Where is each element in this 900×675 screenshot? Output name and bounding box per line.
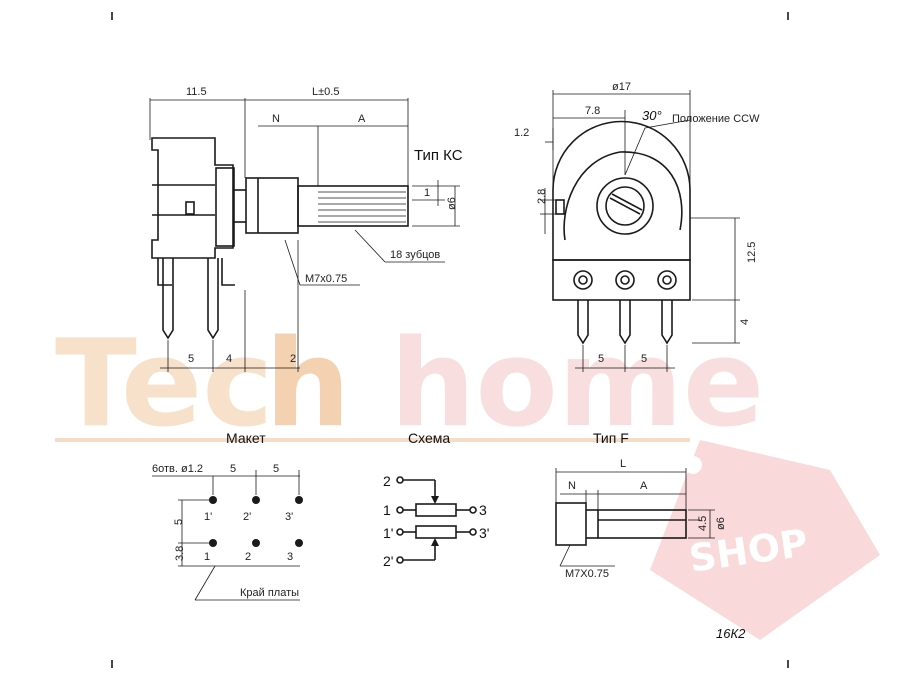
schema-pin-1p: 1' bbox=[383, 525, 393, 541]
pin-1-prime: 1' bbox=[204, 511, 212, 523]
type-f-block: Тип F L N A 4.5 ø6 M7X0.75 bbox=[555, 430, 727, 580]
dim-5-right: 5 bbox=[641, 353, 647, 365]
schema-pin-2: 2 bbox=[383, 473, 391, 489]
pin-3-prime: 3' bbox=[285, 511, 293, 523]
dim-5-left: 5 bbox=[598, 353, 604, 365]
dim-4: 4 bbox=[739, 319, 751, 325]
side-view: 11.5 L±0.5 N A Тип КС 1 ø6 18 зубцов M7x… bbox=[149, 86, 463, 372]
dim-1-2: 1.2 bbox=[514, 127, 529, 139]
schema-pin-3: 3 bbox=[479, 502, 487, 518]
board-edge-label: Край платы bbox=[240, 587, 299, 599]
dim-30deg: 30° bbox=[642, 108, 662, 123]
shop-tag-icon: SHOP bbox=[650, 440, 880, 640]
dim-n: N bbox=[272, 113, 280, 125]
typef-dim-4-5: 4.5 bbox=[697, 516, 709, 531]
pin-2-prime: 2' bbox=[243, 511, 251, 523]
watermark: Tec h home SHOP bbox=[55, 315, 880, 640]
type-kc-label: Тип КС bbox=[414, 147, 463, 164]
layout-dim-v5: 5 bbox=[173, 519, 185, 525]
schema-block: Схема 2 1 3 1' 3' 2' bbox=[383, 430, 489, 569]
dim-d17: ø17 bbox=[612, 81, 631, 93]
dim-2-8: 2.8 bbox=[536, 189, 548, 204]
pin-3: 3 bbox=[287, 551, 293, 563]
dim-1: 1 bbox=[424, 187, 430, 199]
layout-title: Макет bbox=[226, 430, 266, 446]
typef-dim-a: A bbox=[640, 480, 648, 492]
pin-2: 2 bbox=[245, 551, 251, 563]
watermark-text-right: home bbox=[390, 315, 764, 454]
watermark-text-mid: h bbox=[265, 315, 350, 454]
dim-d6: ø6 bbox=[446, 197, 458, 210]
schema-pin-1: 1 bbox=[383, 502, 391, 518]
dim-11-5: 11.5 bbox=[186, 86, 207, 98]
layout-dim-5a: 5 bbox=[230, 463, 236, 475]
watermark-text-left: Tec bbox=[55, 315, 273, 454]
dim-length: L±0.5 bbox=[312, 86, 339, 98]
dim-12-5: 12.5 bbox=[746, 242, 758, 263]
schema-pin-3p: 3' bbox=[479, 525, 489, 541]
thread-label: M7x0.75 bbox=[305, 273, 347, 285]
layout-dim-3-8: 3.8 bbox=[174, 546, 186, 561]
dim-2: 2 bbox=[290, 353, 296, 365]
model-label: 16К2 bbox=[716, 626, 746, 641]
type-f-title: Тип F bbox=[593, 430, 629, 446]
teeth-label: 18 зубцов bbox=[390, 249, 440, 261]
ccw-label: Положение CCW bbox=[672, 113, 760, 125]
dim-4: 4 bbox=[226, 353, 232, 365]
corner-marks bbox=[111, 12, 789, 668]
schema-pin-2p: 2' bbox=[383, 553, 393, 569]
pin-1: 1 bbox=[204, 551, 210, 563]
typef-dim-l: L bbox=[620, 458, 626, 470]
dim-a: A bbox=[358, 113, 366, 125]
dim-7-8: 7.8 bbox=[585, 105, 600, 117]
layout-dim-5b: 5 bbox=[273, 463, 279, 475]
typef-dim-d6: ø6 bbox=[715, 517, 727, 530]
layout-block: Макет 6отв. ø1.2 5 5 1' 2' 3' 1 bbox=[152, 430, 303, 601]
holes-label: 6отв. ø1.2 bbox=[152, 463, 203, 475]
dim-5: 5 bbox=[188, 353, 194, 365]
typef-thread: M7X0.75 bbox=[565, 568, 609, 580]
typef-dim-n: N bbox=[568, 480, 576, 492]
front-view: ø17 7.8 30° Положение CCW 1.2 2.8 12.5 4… bbox=[514, 81, 760, 372]
schema-title: Схема bbox=[408, 430, 450, 446]
